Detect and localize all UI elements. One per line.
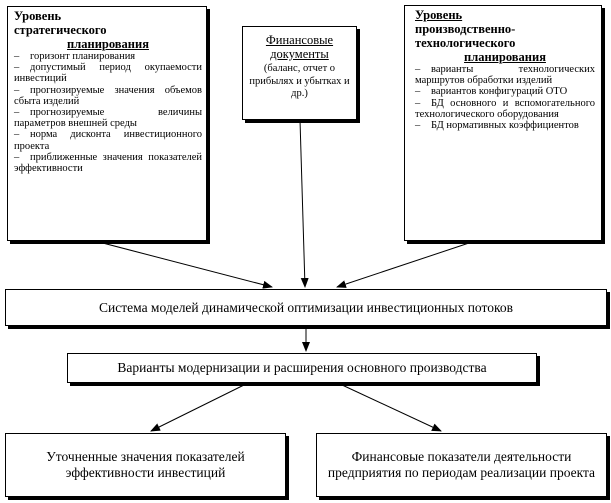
dash-mark: – (14, 107, 20, 119)
production-item-text: БД основного и вспомогательного технолог… (415, 97, 595, 120)
strategic-item-text: прогнозируемые величины параметров внешн… (14, 107, 202, 130)
dash-mark: – (14, 51, 20, 62)
dash-mark: – (14, 151, 20, 163)
refined-indicators-label: Уточненные значения показателей эффектив… (46, 449, 245, 480)
strategic-item-text: норма дисконта инвестиционного проекта (14, 129, 202, 152)
financial-indicators-label: Финансовые показатели деятельности предп… (327, 449, 596, 480)
arrow-variants-to-financial (339, 383, 442, 432)
fin-docs-title-line2: документы (270, 47, 329, 61)
production-title-line2: производственно- (415, 22, 516, 36)
dash-mark: – (14, 84, 20, 96)
dash-mark: – (14, 62, 20, 74)
strategic-item: –норма дисконта инвестиционного проекта (14, 129, 202, 151)
strategic-item: –приближенные значения показателей эффек… (14, 152, 202, 174)
financial-documents-box: Финансовые документы (баланс, отчет о пр… (242, 26, 357, 120)
modernization-variants-box: Варианты модернизации и расширения основ… (67, 353, 537, 383)
strategic-title-line1: Уровень (14, 9, 62, 23)
dash-mark: – (415, 86, 421, 98)
strategic-title-line3: планирования (67, 37, 149, 51)
arrow-production-to-system (336, 240, 476, 288)
production-item: –варианты технологических маршрутов обра… (415, 64, 595, 86)
arrow-variants-to-refined (150, 383, 247, 432)
optimization-system-box: Система моделей динамической оптимизации… (5, 289, 607, 326)
strategic-title-line2: стратегического (14, 23, 107, 37)
strategic-item-text: приближенные значения показателей эффект… (14, 151, 202, 175)
production-item: –БД нормативных коэффициентов (415, 120, 595, 131)
modernization-variants-label: Варианты модернизации и расширения основ… (117, 360, 487, 375)
strategic-item: –допустимый период окупаемости инвестици… (14, 62, 202, 84)
strategic-title: Уровень стратегического планирования (14, 9, 202, 51)
production-title-line4: планирования (464, 50, 546, 64)
strategic-item: –горизонт планирования (14, 51, 202, 62)
strategic-item-text: допустимый период окупаемости инвестиций (14, 62, 202, 85)
fin-docs-details: (баланс, отчет о прибылях и убытках и др… (249, 63, 350, 99)
strategic-item: –прогнозируемые величины параметров внеш… (14, 107, 202, 129)
production-title-line1: Уровень (415, 8, 463, 22)
production-item-text: вариантов конфигураций ОТО (431, 86, 568, 98)
optimization-system-label: Система моделей динамической оптимизации… (99, 299, 513, 315)
refined-indicators-box: Уточненные значения показателей эффектив… (5, 433, 286, 497)
fin-docs-title-line1: Финансовые (265, 33, 334, 47)
dash-mark: – (415, 97, 421, 109)
dash-mark: – (14, 129, 20, 141)
arrow-findocs-to-system (299, 119, 309, 288)
production-item: –вариантов конфигураций ОТО (415, 86, 595, 97)
production-title: Уровень производственно- технологическог… (415, 8, 595, 64)
production-item: –БД основного и вспомогательного техноло… (415, 98, 595, 120)
production-title-line3: технологического (415, 36, 516, 50)
strategic-item: –прогнозируемые значения объемов сбыта и… (14, 85, 202, 107)
strategic-item-text: горизонт планирования (30, 51, 136, 62)
production-item-text: БД нормативных коэффициентов (431, 120, 579, 132)
dash-mark: – (415, 120, 421, 132)
production-item-text: варианты технологических маршрутов обраб… (415, 64, 595, 87)
strategic-item-text: прогнозируемые значения объемов сбыта из… (14, 84, 202, 107)
financial-indicators-box: Финансовые показатели деятельности предп… (316, 433, 607, 497)
strategic-planning-box: Уровень стратегического планирования –го… (7, 6, 207, 241)
arrow-strategic-to-system (94, 240, 273, 289)
production-planning-box: Уровень производственно- технологическог… (404, 5, 602, 241)
dash-mark: – (415, 64, 421, 75)
